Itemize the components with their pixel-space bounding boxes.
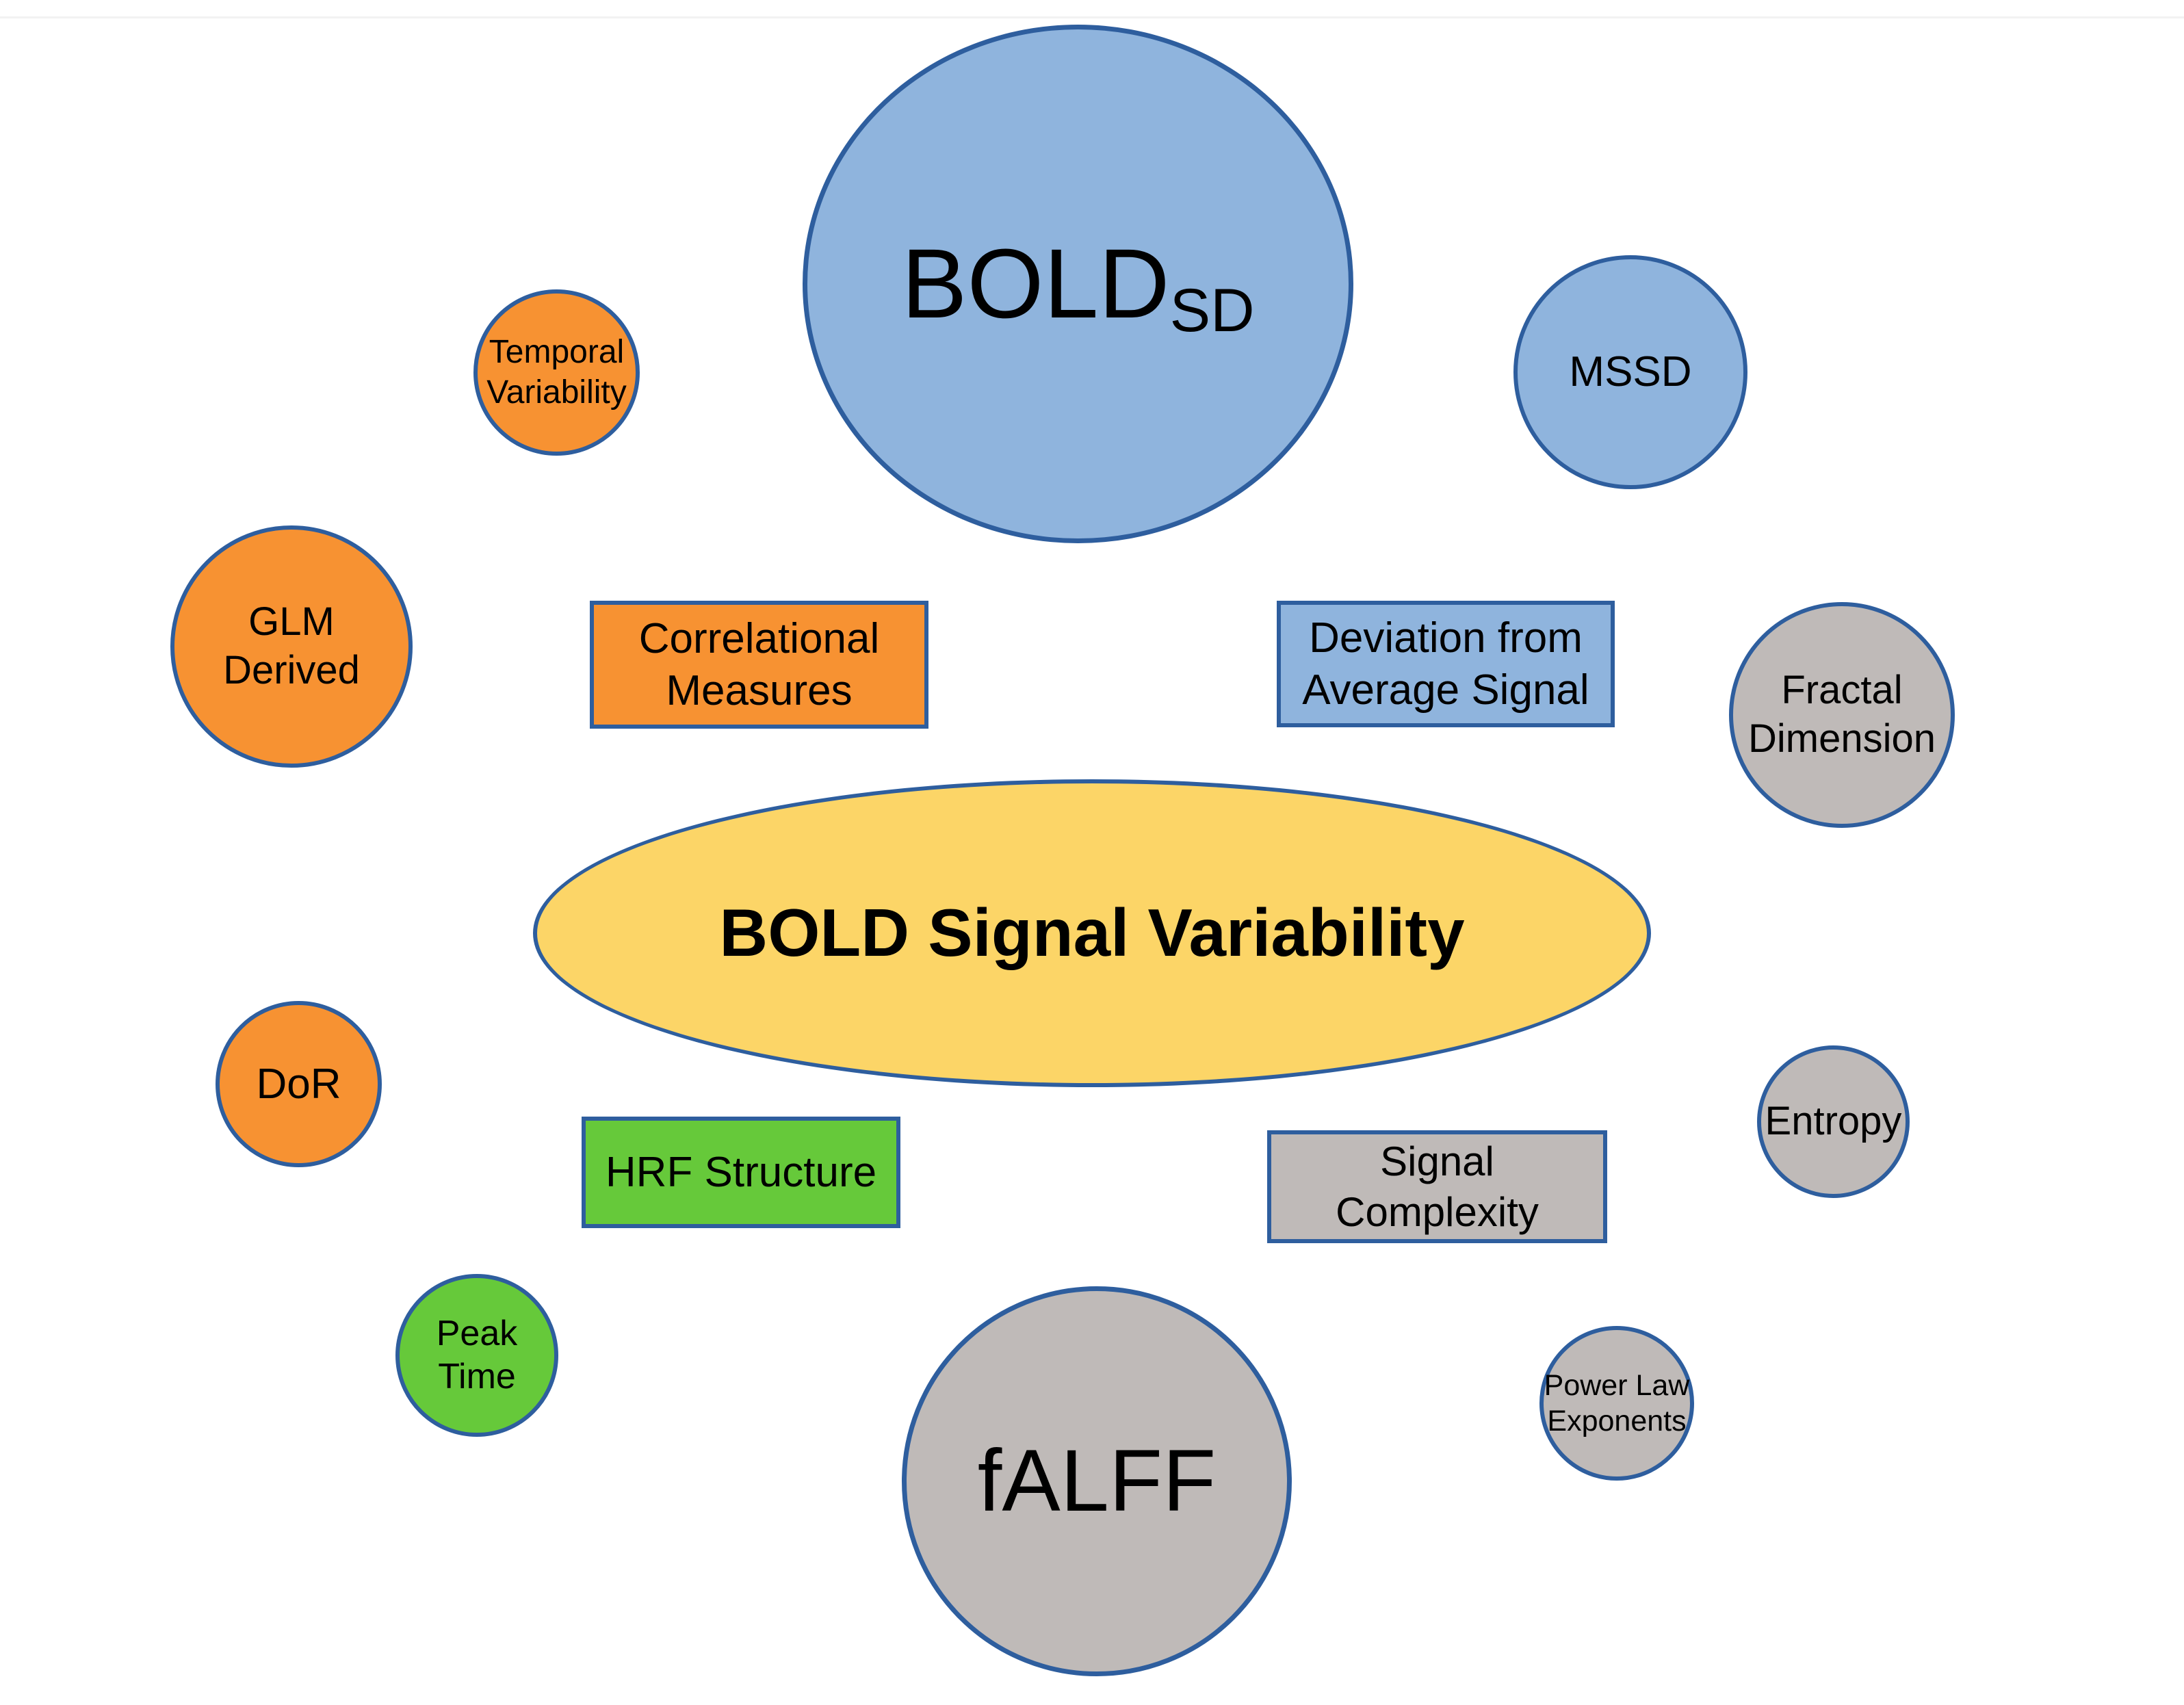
node-fractal-dimension[interactable]: Fractal Dimension (1729, 602, 1955, 828)
node-deviation-from-average-signal[interactable]: Deviation from Average Signal (1277, 601, 1615, 727)
node-peak-time[interactable]: Peak Time (395, 1274, 558, 1437)
node-glm-derived[interactable]: GLM Derived (170, 525, 413, 768)
node-power-law-exponents[interactable]: Power Law Exponents (1539, 1326, 1694, 1481)
node-correlational-measures[interactable]: Correlational Measures (590, 601, 928, 729)
node-falff[interactable]: fALFF (902, 1286, 1292, 1676)
node-dor[interactable]: DoR (216, 1001, 382, 1167)
node-signal-complexity[interactable]: Signal Complexity (1267, 1130, 1607, 1243)
node-bold-signal-variability[interactable]: BOLD Signal Variability (533, 779, 1651, 1087)
node-mssd[interactable]: MSSD (1513, 255, 1747, 489)
node-hrf-structure[interactable]: HRF Structure (582, 1117, 900, 1228)
node-bold-sd[interactable]: BOLDSD (803, 25, 1353, 543)
node-bold-sd-label: BOLDSD (901, 229, 1255, 344)
node-bold-sd-subscript: SD (1169, 275, 1255, 344)
node-temporal-variability[interactable]: Temporal Variability (473, 289, 640, 456)
top-divider-rule (0, 16, 2184, 18)
node-entropy[interactable]: Entropy (1757, 1045, 1910, 1198)
